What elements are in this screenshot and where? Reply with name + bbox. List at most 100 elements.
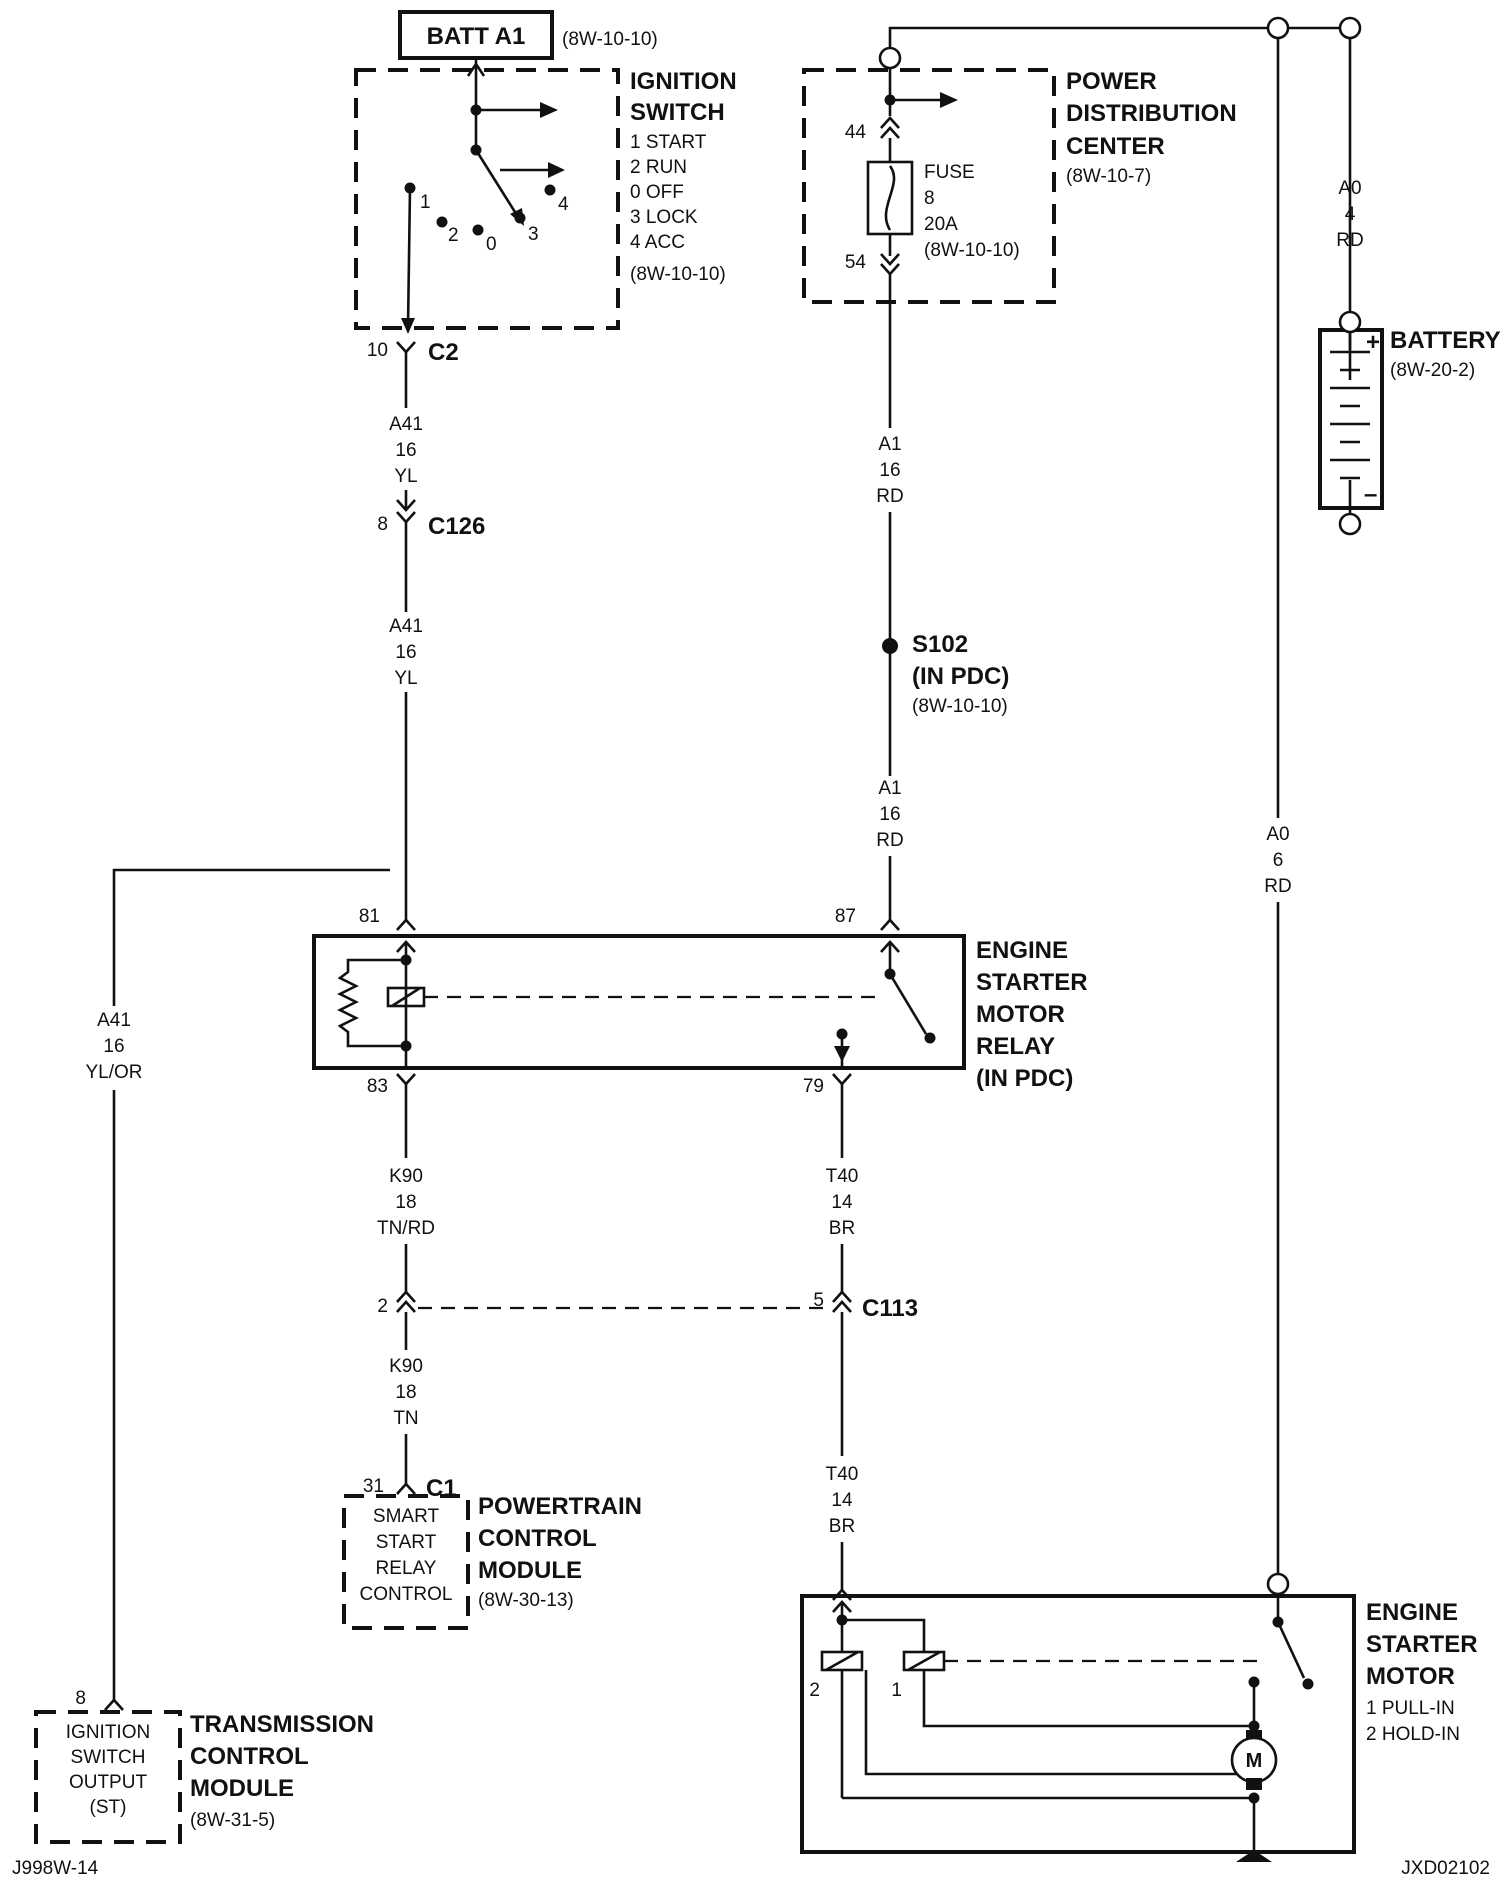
wire-a1-lower-color: RD	[876, 830, 903, 851]
tcm-inner-4: (ST)	[90, 1797, 127, 1818]
tcm-title-2: CONTROL	[190, 1743, 309, 1770]
pdc-title-3: CENTER	[1066, 133, 1165, 160]
starter-coil-label-1: 1	[891, 1680, 902, 1701]
wire-a1-lower-gauge: 16	[879, 804, 900, 825]
wire-a0-4-name: A0	[1338, 178, 1361, 199]
relay-title-1: ENGINE	[976, 937, 1068, 964]
wire-a41-upper-name: A41	[389, 414, 423, 435]
battery-junction-terminal	[1266, 16, 1290, 40]
pdc-pin-out: 54	[845, 252, 867, 273]
relay-coil-circuit	[337, 940, 876, 1054]
wire-k90-upper-gauge: 18	[395, 1192, 416, 1213]
battery-positive-terminal	[1338, 310, 1362, 334]
starter-title-3: MOTOR	[1366, 1663, 1455, 1690]
c2-label: C2	[428, 339, 459, 366]
tcm-inner-2: SWITCH	[71, 1747, 146, 1768]
pdc-output-arrow	[940, 92, 958, 108]
starter-contact	[1266, 1572, 1314, 1690]
fuse-number: 8	[924, 188, 935, 209]
starter-title-1: ENGINE	[1366, 1599, 1458, 1626]
ignition-pos-label-3: 3	[528, 224, 539, 245]
batt-a1-ref: (8W-10-10)	[562, 29, 658, 50]
relay-pin-81: 81	[359, 906, 380, 927]
relay-title-5: (IN PDC)	[976, 1065, 1073, 1092]
starter-motor-box	[800, 1594, 1356, 1854]
s102-location: (IN PDC)	[912, 663, 1009, 690]
wire-a41-lower-gauge: 16	[395, 642, 416, 663]
tcm-inner-3: OUTPUT	[69, 1772, 148, 1793]
relay-pin-83-connector	[396, 1073, 416, 1086]
relay-pin-79-connector	[832, 1073, 852, 1086]
pdc-pin-in: 44	[845, 122, 867, 143]
wire-k90-upper-name: K90	[389, 1166, 423, 1187]
s102-name: S102	[912, 631, 968, 658]
batt-a1-label: BATT A1	[427, 23, 526, 50]
c2-connector-symbol	[396, 341, 416, 354]
ignition-switch-ref: (8W-10-10)	[630, 264, 726, 285]
ignition-pos-4: 4 ACC	[630, 232, 685, 253]
ignition-pos-3: 3 LOCK	[630, 207, 698, 228]
starter-title-2: STARTER	[1366, 1631, 1478, 1658]
ignition-switch-mechanism	[401, 58, 565, 334]
motor-symbol: M	[1246, 1750, 1263, 1772]
fuse-rating: 20A	[924, 214, 958, 235]
wire-a41-yl-or-gauge: 16	[103, 1036, 124, 1057]
wire-a0-4-gauge: 4	[1345, 204, 1356, 225]
pdc-title-1: POWER	[1066, 68, 1157, 95]
pdc-box	[802, 68, 1056, 304]
relay-pin-87: 87	[835, 906, 856, 927]
starter-legend-1: 1 PULL-IN	[1366, 1698, 1455, 1719]
pcm-inner-4: CONTROL	[360, 1584, 453, 1605]
c126-pin: 8	[377, 514, 388, 535]
wire-t40-upper-name: T40	[826, 1166, 859, 1187]
relay-title-2: STARTER	[976, 969, 1088, 996]
pcm-inner-2: START	[376, 1532, 437, 1553]
wire-k90-lower-name: K90	[389, 1356, 423, 1377]
footer-right-code: JXD02102	[1401, 1858, 1490, 1879]
relay-pin-83: 83	[367, 1076, 388, 1097]
pcm-title-2: CONTROL	[478, 1525, 597, 1552]
pcm-title-3: MODULE	[478, 1557, 582, 1584]
ignition-pos-label-1: 1	[420, 192, 431, 213]
pcm-inner-3: RELAY	[376, 1558, 437, 1579]
ignition-switch-title-2: SWITCH	[630, 99, 725, 126]
c1-connector-symbol	[396, 1482, 416, 1495]
wire-k90-lower-color: TN	[393, 1408, 418, 1429]
ignition-pos-1: 1 START	[630, 132, 707, 153]
wire-t40-upper-gauge: 14	[831, 1192, 853, 1213]
pcm-ref: (8W-30-13)	[478, 1590, 574, 1611]
pdc-ref: (8W-10-7)	[1066, 166, 1151, 187]
relay-pin-87-connector	[880, 918, 900, 931]
tcm-box	[34, 1710, 182, 1844]
relay-title-4: RELAY	[976, 1033, 1055, 1060]
wire-a1-upper-color: RD	[876, 486, 903, 507]
battery-minus: –	[1364, 481, 1377, 508]
wire-a41-upper-color: YL	[394, 466, 417, 487]
s102-ref: (8W-10-10)	[912, 696, 1008, 717]
battery-negative-terminal	[1338, 512, 1362, 536]
ignition-pos-label-2: 2	[448, 225, 459, 246]
footer-left-code: J998W-14	[12, 1858, 99, 1879]
tcm-inner-1: IGNITION	[66, 1722, 150, 1743]
c113-label: C113	[862, 1295, 918, 1322]
relay-contact	[834, 940, 936, 1068]
pcm-inner-1: SMART	[373, 1506, 440, 1527]
ignition-pos-2: 2 RUN	[630, 157, 687, 178]
wire-t40-lower-color: BR	[829, 1516, 855, 1537]
wire-a41-lower-name: A41	[389, 616, 423, 637]
starter-motor-armature	[1230, 1676, 1278, 1862]
wire-a0-4-color: RD	[1336, 230, 1363, 251]
fuse-name: FUSE	[924, 162, 975, 183]
ignition-pos-label-0: 0	[486, 234, 497, 255]
tcm-pin: 8	[75, 1688, 86, 1709]
battery-feed-terminal	[1338, 16, 1362, 40]
relay-pin-81-connector	[396, 918, 416, 931]
wire-k90-upper-color: TN/RD	[377, 1218, 435, 1239]
relay-pin-79: 79	[803, 1076, 824, 1097]
wire-k90-lower-gauge: 18	[395, 1382, 416, 1403]
ignition-pos-label-4: 4	[558, 194, 569, 215]
pcm-title-1: POWERTRAIN	[478, 1493, 642, 1520]
c126-label: C126	[428, 513, 485, 540]
wire-a41-lower-color: YL	[394, 668, 417, 689]
